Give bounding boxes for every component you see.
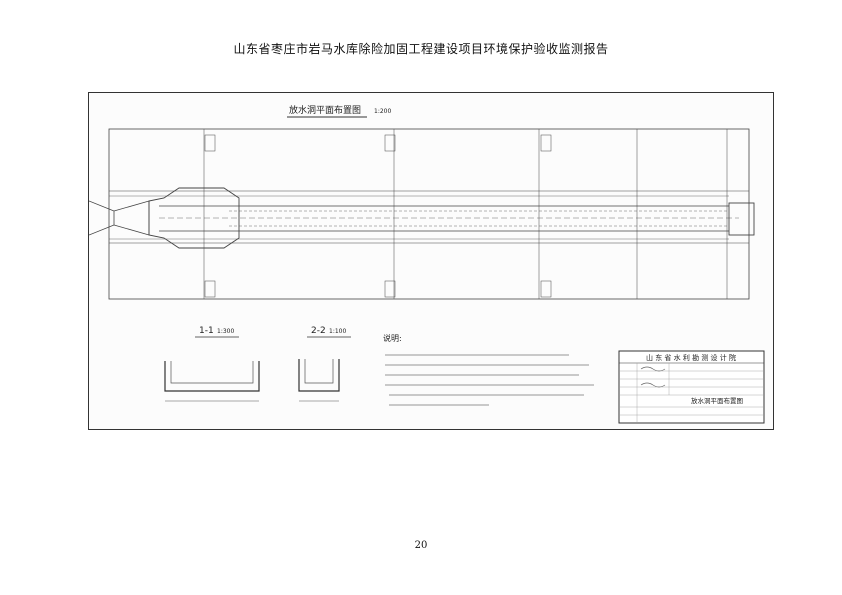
plan-title: 放水洞平面布置图: [289, 104, 361, 116]
notes-illegible-lines: [385, 354, 594, 406]
report-title: 山东省枣庄市岩马水库除险加固工程建设项目环境保护验收监测报告: [233, 42, 609, 56]
section-1-title: 1-1: [199, 326, 214, 336]
engineering-drawing: 放水洞平面布置图 1:200: [88, 92, 774, 430]
plan-scale: 1:200: [374, 108, 391, 115]
sheet-title: 放水洞平面布置图: [691, 396, 743, 405]
section-2-2: 2-2 1:100: [298, 326, 351, 402]
notes-title: 说明:: [383, 333, 402, 343]
plan-view: [88, 128, 755, 300]
section-2-title: 2-2: [311, 326, 326, 336]
signature-scribble: [640, 382, 666, 388]
title-block: 山 东 省 水 利 勘 测 设 计 院 放水洞平面布置图: [618, 350, 765, 424]
section-1-scale: 1:300: [217, 328, 234, 335]
institute-name: 山 东 省 水 利 勘 测 设 计 院: [646, 353, 736, 362]
notes-block: 说明:: [383, 333, 594, 406]
plan-title-block: 放水洞平面布置图 1:200: [287, 104, 391, 118]
drawing-canvas: 放水洞平面布置图 1:200: [88, 104, 765, 424]
signature-scribble: [640, 366, 666, 372]
section-2-scale: 1:100: [329, 328, 346, 335]
page-number: 20: [414, 540, 428, 551]
section-1-1: 1-1 1:300: [164, 326, 260, 402]
